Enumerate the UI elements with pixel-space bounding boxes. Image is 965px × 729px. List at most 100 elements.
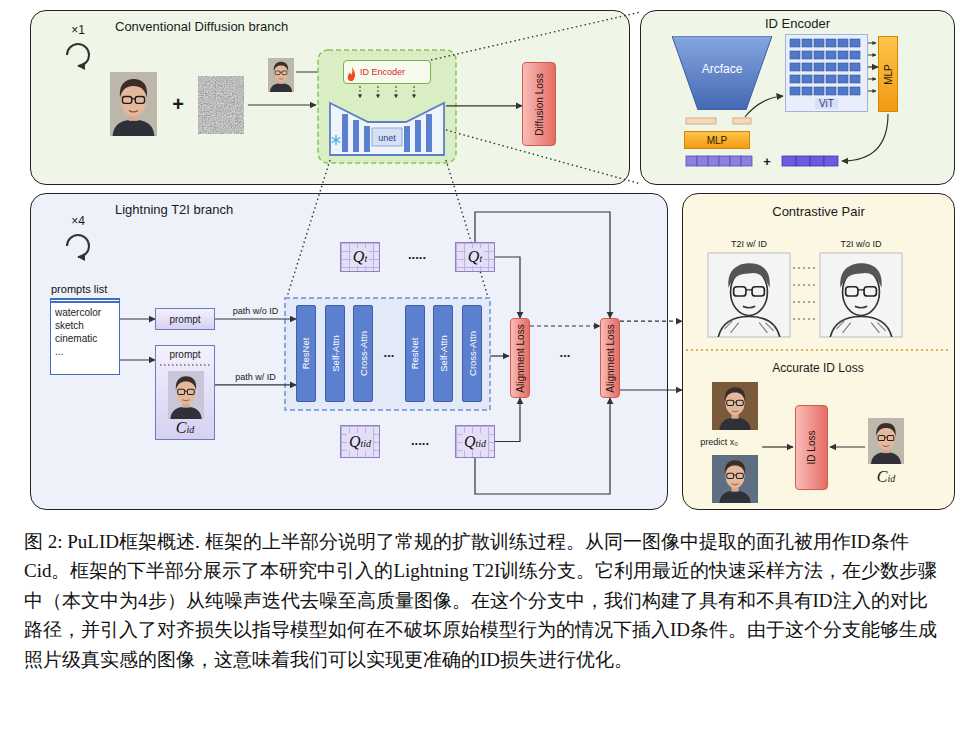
node-label: cinematic xyxy=(55,332,115,345)
path-part xyxy=(348,67,355,81)
image-caption: T2I w/o ID xyxy=(840,239,881,249)
line-part xyxy=(332,138,341,143)
line-part xyxy=(160,364,212,365)
node-label: watercolor xyxy=(55,306,115,319)
rect-part xyxy=(826,87,836,95)
plus-sign: + xyxy=(172,93,184,116)
query-map: Qt xyxy=(340,242,380,272)
node-label: prompts list xyxy=(51,282,115,296)
panel-title: ID Encoder xyxy=(641,16,954,31)
figure-caption: 图 2: PuLID框架概述. 框架的上半部分说明了常规的扩散训练过程。从同一图… xyxy=(24,527,942,674)
condition-symbol: Cid xyxy=(877,468,895,486)
plus-sign-wrap: + xyxy=(172,93,184,116)
prompt-box: prompt xyxy=(155,308,215,330)
ellipsis: ... xyxy=(560,345,571,360)
ellipsis: ... xyxy=(384,345,395,360)
encoder-panel: ID EncoderArcfaceViT MLP MLP xyxy=(640,10,955,185)
rect-part xyxy=(802,87,812,95)
panel-title: Conventional Diffusion branch xyxy=(115,19,629,34)
unet-block-shape xyxy=(328,100,446,158)
rect-part xyxy=(850,63,860,71)
query-map: Qtid xyxy=(455,425,495,458)
edge-label-wrap: path w/o ID xyxy=(231,306,281,316)
node-label: Cross-Attn xyxy=(358,331,369,376)
node-label: Self-Attn xyxy=(438,335,449,371)
rect-part xyxy=(850,39,860,47)
node-label: ... xyxy=(55,345,115,358)
prompt-list: prompts listwatercolorsketchcinematic... xyxy=(50,298,120,375)
query-map: Qtid xyxy=(340,425,380,458)
node-label: ID Loss xyxy=(806,431,817,465)
branch-panel: Conventional Diffusion branch ID Encoder u… xyxy=(30,10,630,185)
rect-part xyxy=(802,63,812,71)
node-label: ID Encoder xyxy=(360,67,405,77)
rect-part xyxy=(826,39,836,47)
loss-box: Alignment Loss xyxy=(510,318,530,398)
resnet-block: ResNet xyxy=(296,305,316,402)
loss-box: Diffusion Loss xyxy=(522,62,556,146)
rect-part xyxy=(426,114,432,152)
edge-label: path w/o ID xyxy=(231,306,281,316)
rect-part xyxy=(364,126,370,152)
rect-part xyxy=(790,75,800,83)
node-label: Arcface xyxy=(702,62,743,76)
rect-part xyxy=(814,51,824,59)
attention-block: Cross-Attn xyxy=(353,305,373,402)
rect-part xyxy=(814,39,824,47)
node-label: prompt xyxy=(169,349,200,360)
panel-title: Contrastive Pair xyxy=(683,204,954,219)
node-label: sketch xyxy=(55,319,115,332)
plus-sign: + xyxy=(763,154,771,169)
rect-part xyxy=(415,120,421,152)
node-label: Self-Attn xyxy=(330,335,341,371)
edge-label-wrap: path w/ ID xyxy=(233,372,278,382)
node-label: unet xyxy=(378,133,396,143)
rect-part xyxy=(838,63,848,71)
node-label: Qt xyxy=(466,248,484,266)
node-label: Cid xyxy=(176,419,194,437)
node-label: MLP xyxy=(707,135,728,146)
branch-panel: Lightning T2I branchprompts listwatercol… xyxy=(30,193,668,510)
line-part xyxy=(332,138,341,143)
rect-part xyxy=(814,63,824,71)
loss-panel: Contrastive Pair ID Loss xyxy=(682,193,955,510)
arcface-block: Arcface xyxy=(672,36,772,110)
attention-block: Self-Attn xyxy=(433,305,453,402)
path-part xyxy=(672,36,772,110)
rect-part xyxy=(802,51,812,59)
attention-block: Self-Attn xyxy=(325,305,345,402)
node-label: Qt xyxy=(351,248,369,266)
edge-label: path w/ ID xyxy=(233,372,278,382)
unet-block: unet xyxy=(328,100,446,158)
vit-block: ViT xyxy=(785,34,868,112)
rect-part xyxy=(850,87,860,95)
node-label: Alignment Loss xyxy=(605,324,616,392)
section-title: Accurate ID Loss xyxy=(772,361,863,375)
rect-part xyxy=(838,39,848,47)
rect-part xyxy=(372,128,402,146)
image-caption-wrap: T2I w/ ID xyxy=(731,239,767,249)
rect-part xyxy=(790,39,800,47)
rect-part xyxy=(814,87,824,95)
rect-part xyxy=(802,75,812,83)
node-label: Cross-Attn xyxy=(467,331,478,376)
ellipsis-wrap: ... xyxy=(384,345,395,360)
node-label: MLP xyxy=(883,64,894,85)
rect-part xyxy=(826,51,836,59)
node-label: ViT xyxy=(815,98,838,109)
node-label: ResNet xyxy=(301,338,312,370)
image-caption: T2I w/ ID xyxy=(731,239,767,249)
node-label: Alignment Loss xyxy=(515,324,526,392)
encoder-box: ID Encoder xyxy=(343,60,431,84)
loss-box: ID Loss xyxy=(795,405,828,490)
rect-part xyxy=(814,75,824,83)
plus-sign-wrap: + xyxy=(763,154,771,169)
rect-part xyxy=(404,126,410,152)
node-label: Qtid xyxy=(347,433,373,451)
rect-part xyxy=(838,75,848,83)
resnet-block: ResNet xyxy=(405,305,425,402)
mlp-box: MLP xyxy=(878,36,898,112)
node-label: prompt xyxy=(169,314,200,325)
prompt-box: promptCid xyxy=(155,345,215,440)
attention-block: Cross-Attn xyxy=(462,305,482,402)
